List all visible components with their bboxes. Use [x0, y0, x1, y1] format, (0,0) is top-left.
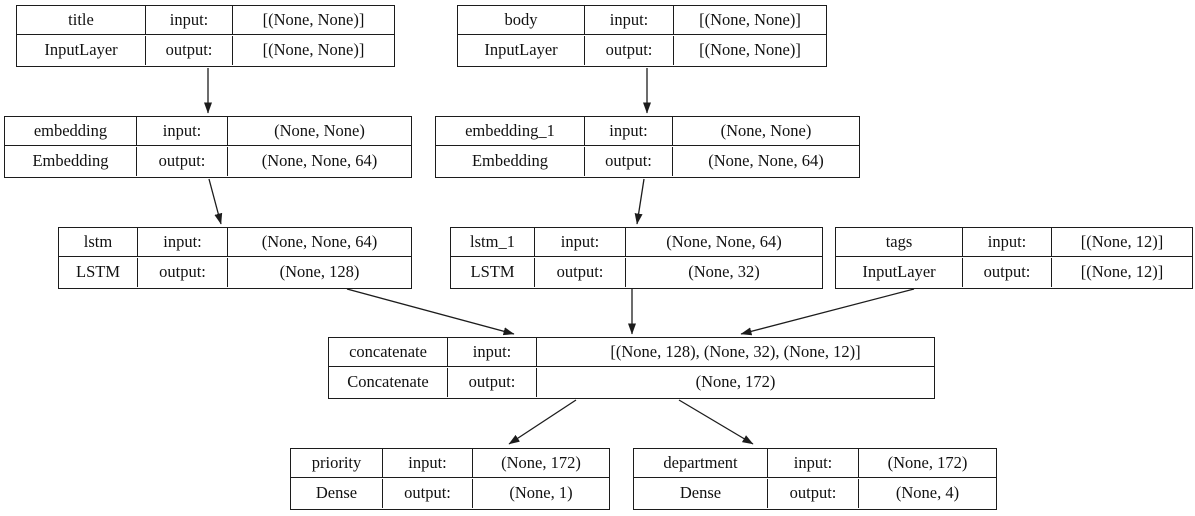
output-label: output:: [768, 479, 859, 508]
input-label: input:: [585, 117, 673, 146]
input-shape: (None, 172): [859, 449, 996, 478]
input-label: input:: [138, 228, 228, 257]
output-shape: (None, 4): [895, 483, 960, 503]
layer-type: LSTM: [451, 258, 535, 287]
input-label: input:: [585, 6, 674, 35]
node-lstm: lstm input: (None, None, 64) LSTM output…: [58, 227, 412, 289]
input-shape: [(None, None)]: [674, 6, 826, 35]
layer-name: concatenate: [329, 338, 448, 367]
edge-concatenate-to-department: [678, 399, 754, 445]
layer-name: lstm_1: [451, 228, 535, 257]
node-lstm_1: lstm_1 input: (None, None, 64) LSTM outp…: [450, 227, 823, 289]
layer-name: body: [458, 6, 585, 35]
layer-type: Embedding: [436, 147, 585, 176]
output-label: output:: [138, 258, 228, 287]
input-shape: (None, None): [673, 117, 859, 146]
output-label: output:: [963, 258, 1052, 287]
output-shape: (None, 1): [509, 483, 573, 503]
output-shape: (None, 32): [688, 262, 760, 282]
input-shape: [(None, None)]: [233, 6, 394, 35]
output-shape: [(None, None)]: [699, 40, 801, 60]
output-shape: [(None, None)]: [262, 40, 365, 60]
input-shape: [(None, 12)]: [1052, 228, 1192, 257]
layer-name: embedding_1: [436, 117, 585, 146]
edge-tags-to-concatenate: [740, 288, 915, 336]
input-shape: [(None, 128), (None, 32), (None, 12)]: [537, 338, 934, 367]
input-label: input:: [146, 6, 233, 35]
layer-name: tags: [836, 228, 963, 257]
input-shape: (None, None): [228, 117, 411, 146]
edge-concatenate-to-priority: [508, 399, 577, 445]
node-embedding: embedding input: (None, None) Embedding …: [4, 116, 412, 178]
node-priority: priority input: (None, 172) Dense output…: [290, 448, 610, 510]
layer-type: InputLayer: [458, 36, 585, 65]
node-embedding_1: embedding_1 input: (None, None) Embeddin…: [435, 116, 860, 178]
edge-lstm-to-concatenate: [346, 288, 515, 336]
input-label: input:: [768, 449, 859, 478]
output-label: output:: [585, 147, 673, 176]
output-label: output:: [137, 147, 228, 176]
output-shape: (None, 172): [695, 372, 776, 392]
output-label: output:: [535, 258, 626, 287]
layer-type: Concatenate: [329, 368, 448, 397]
output-shape: (None, None, 64): [261, 151, 378, 171]
output-shape: [(None, 12)]: [1080, 262, 1164, 282]
layer-type: LSTM: [59, 258, 138, 287]
layer-type: Dense: [634, 479, 768, 508]
input-label: input:: [383, 449, 473, 478]
layer-name: priority: [291, 449, 383, 478]
layer-type: InputLayer: [17, 36, 146, 65]
input-label: input:: [535, 228, 626, 257]
layer-name: embedding: [5, 117, 137, 146]
output-shape: (None, 128): [279, 262, 360, 282]
input-label: input:: [137, 117, 228, 146]
layer-name: title: [17, 6, 146, 35]
input-shape: (None, 172): [473, 449, 609, 478]
layer-type: Embedding: [5, 147, 137, 176]
output-label: output:: [146, 36, 233, 65]
layer-type: Dense: [291, 479, 383, 508]
output-shape: (None, None, 64): [708, 151, 824, 171]
output-label: output:: [585, 36, 674, 65]
edge-embedding-to-lstm: [208, 178, 223, 225]
node-tags: tags input: [(None, 12)] InputLayer outp…: [835, 227, 1193, 289]
output-label: output:: [383, 479, 473, 508]
node-body: body input: [(None, None)] InputLayer ou…: [457, 5, 827, 67]
input-label: input:: [963, 228, 1052, 257]
edge-embedding_1-to-lstm_1: [634, 178, 645, 225]
layer-name: department: [634, 449, 768, 478]
output-label: output:: [448, 368, 537, 397]
node-concatenate: concatenate input: [(None, 128), (None, …: [328, 337, 935, 399]
layer-type: InputLayer: [836, 258, 963, 287]
input-shape: (None, None, 64): [228, 228, 411, 257]
node-department: department input: (None, 172) Dense outp…: [633, 448, 997, 510]
node-title: title input: [(None, None)] InputLayer o…: [16, 5, 395, 67]
input-label: input:: [448, 338, 537, 367]
layer-name: lstm: [59, 228, 138, 257]
input-shape: (None, None, 64): [626, 228, 822, 257]
